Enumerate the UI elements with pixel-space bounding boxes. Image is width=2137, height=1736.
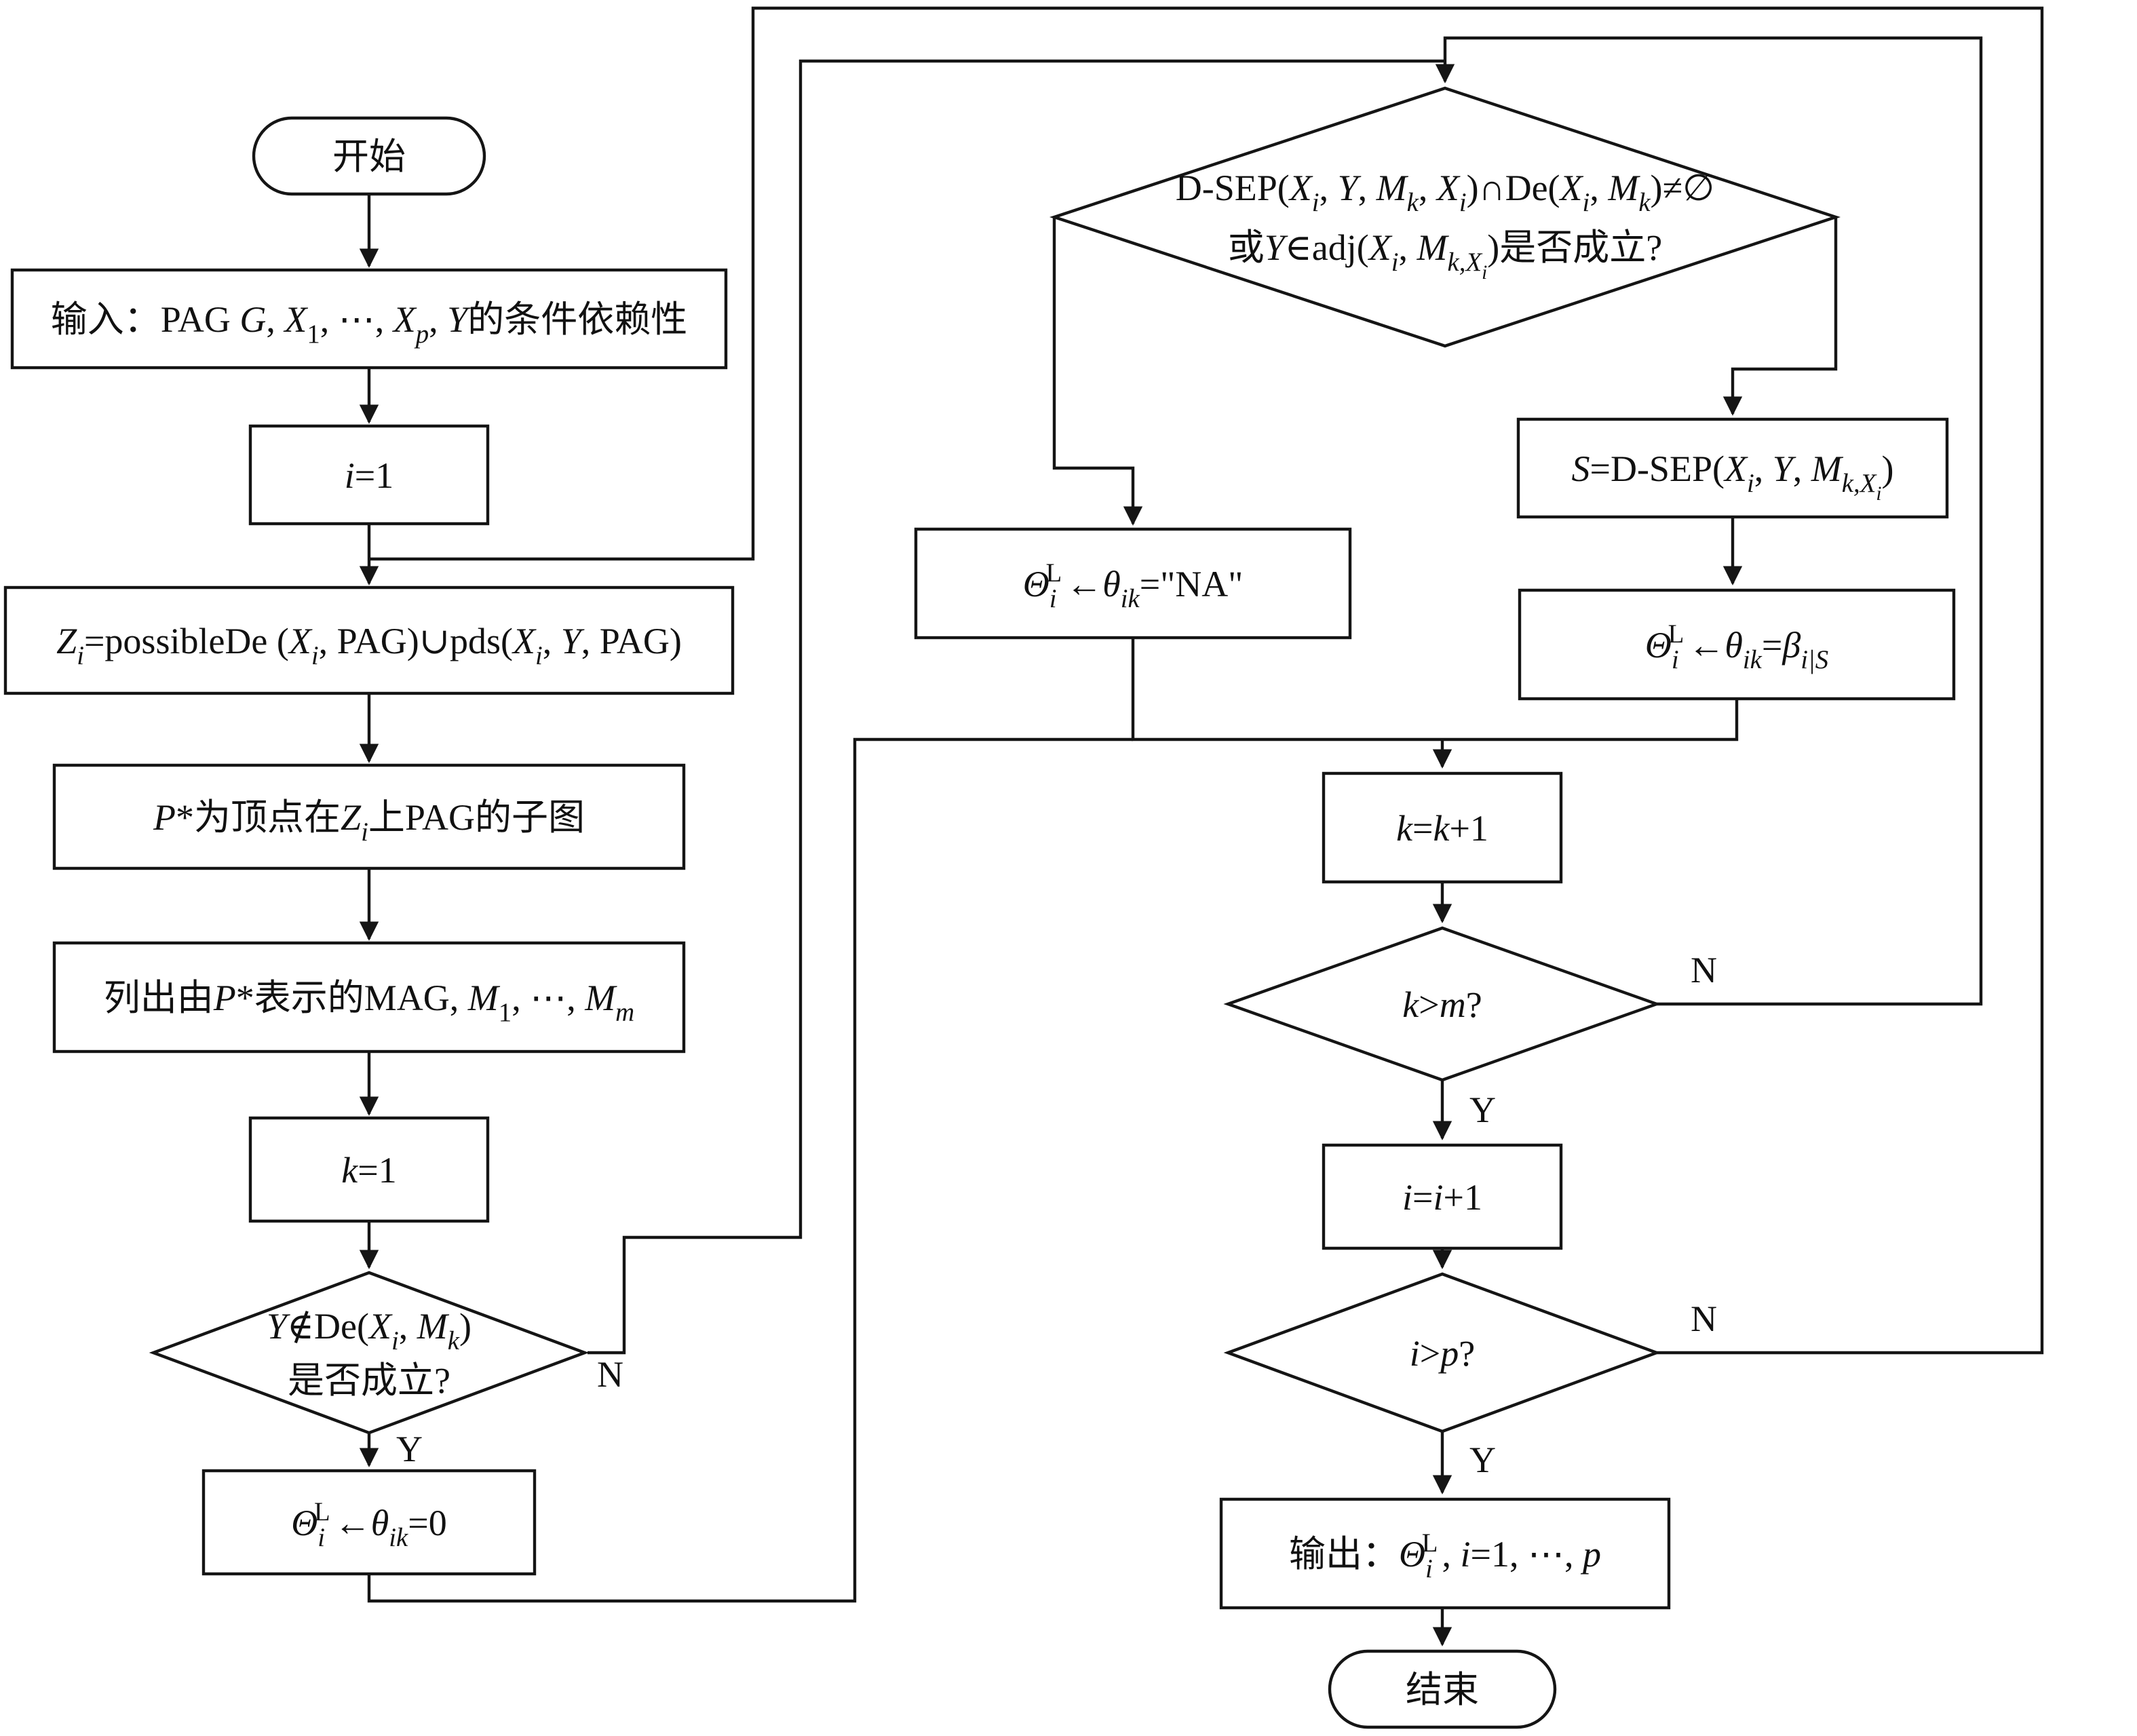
k-gt-m-decision-shape: [1223, 926, 1661, 1082]
k-gt-m-decision: k>m?: [1223, 926, 1661, 1082]
input-node-shape: [10, 268, 728, 370]
y-not-descendant-decision-shape: [149, 1271, 590, 1435]
theta-na-node: ΘiL←θik="NA": [914, 527, 1352, 640]
i-increment-node-label: i=i+1: [1402, 1177, 1482, 1218]
end-node: 结束: [1328, 1649, 1557, 1729]
branch-label-y-0: Y: [396, 1429, 423, 1469]
branch-label-n-3: N: [1691, 950, 1717, 990]
edge-na-merge: [1131, 638, 1442, 741]
theta-zero-node-label: ΘiL←θik=0: [291, 1497, 446, 1552]
output-node: 输出：ΘiL, i=1, ⋯, p: [1219, 1497, 1671, 1610]
k-init-node: k=1: [248, 1116, 490, 1223]
output-node-shape: [1219, 1497, 1671, 1610]
branch-label-n-5: N: [1691, 1298, 1717, 1339]
edge-dsep-na: [1052, 217, 1143, 526]
zi-possible-de-node: Zi=possibleDe (Xi, PAG)∪pds(Xi, Y, PAG): [3, 585, 735, 695]
dsep-condition-decision-label: 或Y∈adj(Xi, Mk,Xi)是否成立?: [1228, 227, 1662, 284]
input-node-label: 输入：PAG G, X1, ⋯, Xp, Y的条件依赖性: [51, 299, 687, 349]
pstar-subgraph-node-label: P*为顶点在Zi上PAG的子图: [153, 797, 585, 847]
s-dsep-node-shape: [1516, 417, 1949, 519]
k-init-node-shape: [248, 1116, 490, 1223]
dsep-condition-decision: D-SEP(Xi, Y, Mk, Xi)∩De(Xi, Mk)≠∅ 或Y∈adj(…: [1049, 86, 1841, 348]
theta-zero-node: ΘiL←θik=0: [201, 1469, 537, 1576]
branch-label-y-4: Y: [1469, 1440, 1496, 1480]
edge-dsep-s: [1722, 217, 1838, 416]
mag-list-node-label: 列出由P*表示的MAG, M1, ⋯, Mm: [104, 978, 634, 1027]
i-gt-p-decision-shape: [1223, 1272, 1661, 1433]
output-node-label: 输出：ΘiL, i=1, ⋯, p: [1289, 1528, 1601, 1583]
i-init-node-label: i=1: [345, 455, 393, 496]
edge-ynotde-dsep-n: [588, 59, 1445, 1355]
edge-ip-zi-n: [369, 6, 2044, 1355]
i-increment-node: i=i+1: [1322, 1143, 1563, 1250]
y-not-descendant-decision-label: Y∉De(Xi, Mk): [267, 1306, 471, 1355]
k-init-node-label: k=1: [341, 1150, 396, 1191]
start-node: 开始: [252, 116, 486, 196]
i-increment-node-shape: [1322, 1143, 1563, 1250]
edge-beta-merge: [1442, 699, 1739, 741]
i-gt-p-decision: i>p?: [1223, 1272, 1661, 1433]
branch-label-y-2: Y: [1469, 1089, 1496, 1130]
branch-label-n-1: N: [597, 1354, 623, 1395]
y-not-descendant-decision: Y∉De(Xi, Mk) 是否成立?: [149, 1271, 590, 1435]
k-increment-node-shape: [1322, 771, 1563, 884]
s-dsep-node: S=D-SEP(Xi, Y, Mk,Xi): [1516, 417, 1949, 519]
theta-beta-node: ΘiL←θik=βi|S: [1518, 588, 1956, 701]
edge-theta-zero-merge: [367, 737, 1133, 1603]
start-node-label: 开始: [332, 136, 406, 177]
zi-possible-de-node-label: Zi=possibleDe (Xi, PAG)∪pds(Xi, Y, PAG): [56, 621, 682, 670]
theta-zero-node-shape: [201, 1469, 537, 1576]
theta-na-node-label: ΘiL←θik="NA": [1023, 558, 1244, 613]
k-gt-m-decision-label: k>m?: [1402, 984, 1482, 1025]
k-increment-node: k=k+1: [1322, 771, 1563, 884]
start-node-shape: [252, 116, 486, 196]
theta-beta-node-shape: [1518, 588, 1956, 701]
end-node-label: 结束: [1406, 1670, 1479, 1710]
i-gt-p-decision-label: i>p?: [1410, 1333, 1475, 1374]
edge-km-dsep-n: [1435, 36, 1983, 1006]
theta-beta-node-label: ΘiL←θik=βi|S: [1645, 619, 1828, 674]
dsep-condition-decision-label: D-SEP(Xi, Y, Mk, Xi)∩De(Xi, Mk)≠∅: [1176, 168, 1714, 217]
dsep-condition-decision-shape: [1049, 86, 1841, 348]
pstar-subgraph-node-shape: [52, 763, 686, 870]
i-init-node-shape: [248, 424, 490, 526]
theta-na-node-shape: [914, 527, 1352, 640]
zi-possible-de-node-shape: [3, 585, 735, 695]
y-not-descendant-decision-label: 是否成立?: [288, 1360, 450, 1401]
pstar-subgraph-node: P*为顶点在Zi上PAG的子图: [52, 763, 686, 870]
input-node: 输入：PAG G, X1, ⋯, Xp, Y的条件依赖性: [10, 268, 728, 370]
i-init-node: i=1: [248, 424, 490, 526]
s-dsep-node-label: S=D-SEP(Xi, Y, Mk,Xi): [1572, 448, 1894, 505]
mag-list-node-shape: [52, 941, 686, 1054]
k-increment-node-label: k=k+1: [1396, 808, 1488, 849]
mag-list-node: 列出由P*表示的MAG, M1, ⋯, Mm: [52, 941, 686, 1054]
end-node-shape: [1328, 1649, 1557, 1729]
